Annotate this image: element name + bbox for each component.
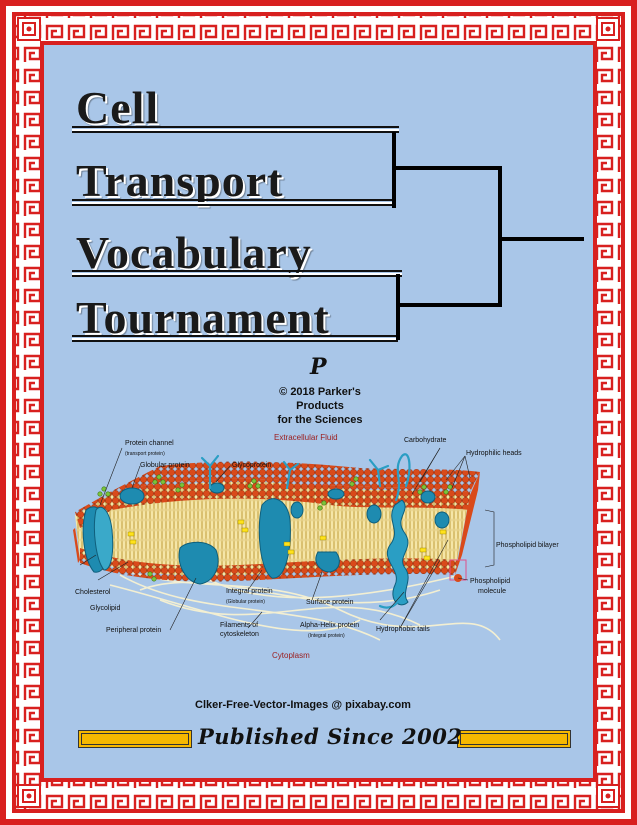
bracket-winner-line xyxy=(500,237,584,241)
label-glycoprotein: Glycoprotein xyxy=(232,462,272,469)
bracket-upper-vertical xyxy=(392,132,396,208)
label-cholesterol: Cholesterol xyxy=(75,589,111,596)
label-globular-protein: Globular protein xyxy=(140,462,190,469)
label-filaments-2: cytoskeleton xyxy=(220,631,259,638)
copyright-line-3: for the Sciences xyxy=(277,414,363,426)
cytoplasm-label: Cytoplasm xyxy=(272,651,310,660)
label-phospholipid-bilayer: Phospholipid bilayer xyxy=(496,542,559,549)
title-word-vocabulary: Vocabulary xyxy=(76,227,312,278)
label-protein-channel-sub: (transport protein) xyxy=(125,451,165,457)
label-filaments-1: Filaments of xyxy=(220,622,259,629)
membrane-proteins xyxy=(82,482,450,606)
gold-bar-left xyxy=(78,730,192,748)
label-protein-channel: Protein channel xyxy=(125,440,174,447)
title-underline-3 xyxy=(72,270,402,272)
extracellular-fluid-label: Extracellular Fluid xyxy=(274,433,338,442)
title-word-transport: Transport xyxy=(76,155,284,206)
cholesterol-molecules xyxy=(127,519,447,561)
glycoprotein-chains xyxy=(200,453,411,609)
label-pointer-lines xyxy=(79,447,495,631)
cytoskeleton-filaments xyxy=(99,559,501,641)
label-hydrophilic-heads: Hydrophilic heads xyxy=(466,450,522,457)
title-underline-1 xyxy=(72,126,399,128)
gold-bar-right xyxy=(457,730,571,748)
published-since-text: Published Since 2002 xyxy=(198,724,463,749)
copyright-line-2: Products xyxy=(296,400,344,412)
corner-ornament-bl xyxy=(17,784,41,808)
label-peripheral-protein: Peripheral protein xyxy=(106,627,162,634)
label-hydrophobic-tails: Hydrophobic tails xyxy=(376,626,430,633)
bracket-lower-horizontal xyxy=(398,303,502,307)
label-integral-protein: Integral protein xyxy=(226,588,273,595)
label-glycolipid: Glycolipid xyxy=(90,605,121,612)
copyright-line-1: © 2018 Parker's xyxy=(279,386,361,398)
carbohydrate-chains xyxy=(97,474,453,582)
publisher-logo: P xyxy=(310,354,327,380)
title-underline-2 xyxy=(72,199,395,201)
corner-ornament-tl xyxy=(17,17,41,41)
label-carbohydrate: Carbohydrate xyxy=(404,437,447,444)
image-credit: Clker-Free-Vector-Images @ pixabay.com xyxy=(195,699,411,711)
label-surface-protein: Surface protein xyxy=(306,599,354,606)
bracket-final-vertical xyxy=(498,166,502,307)
bracket-upper-horizontal xyxy=(394,166,500,170)
label-phospholipid-molecule-1: Phospholipid xyxy=(470,578,511,585)
label-alpha-helix-sub: (Integral protein) xyxy=(308,633,345,639)
copyright-block: © 2018 Parker's Products for the Science… xyxy=(250,385,390,427)
corner-ornament-br xyxy=(596,784,620,808)
label-alpha-helix: Alpha-Helix protein xyxy=(300,622,360,629)
title-underline-4 xyxy=(72,335,398,337)
bracket-lower-vertical xyxy=(396,274,400,340)
label-integral-protein-sub: (Globular protein) xyxy=(226,599,265,605)
label-phospholipid-molecule-2: molecule xyxy=(478,588,507,595)
corner-ornament-tr xyxy=(596,17,620,41)
title-word-tournament: Tournament xyxy=(76,292,330,343)
title-word-cell: Cell xyxy=(76,82,160,133)
